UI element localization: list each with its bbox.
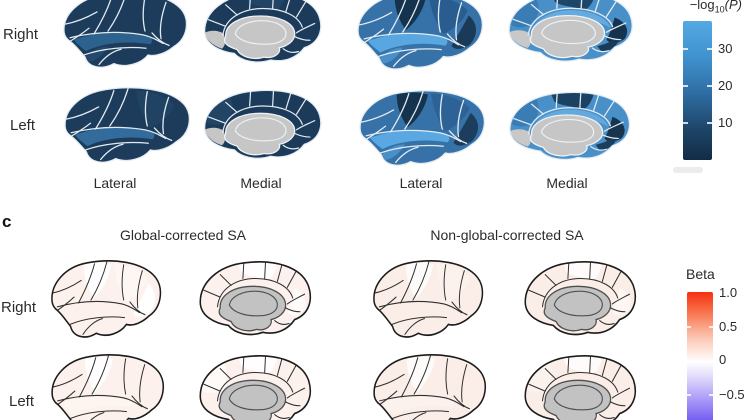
- brain-map-c-nonglobal-left-medial: [518, 350, 645, 420]
- beta-tick-0.5: 0.5: [719, 319, 738, 334]
- beta-tick-mark: [709, 394, 713, 396]
- beta-tick-0: 0: [719, 352, 727, 367]
- brain-map-c-nonglobal-right-lateral: [366, 256, 490, 346]
- na-color-swatch: [673, 167, 703, 173]
- pvalue-colorbar: [683, 21, 712, 160]
- pvalue-tick-mark: [683, 122, 688, 124]
- pvalue-tick-mark: [707, 122, 712, 124]
- beta-tick-neg0.5: −0.5: [719, 387, 744, 402]
- panel-b-col-label-lateral-1: Lateral: [93, 175, 137, 191]
- panel-b-col-label-medial-2: Medial: [546, 175, 588, 191]
- pvalue-tick-30: 30: [718, 41, 733, 56]
- panel-c-row-label-left: Left: [9, 393, 35, 410]
- brain-map-b-nonglobal-right-medial: [501, 0, 643, 72]
- brain-map-c-nonglobal-right-medial: [518, 256, 645, 346]
- brain-map-c-global-right-medial: [193, 256, 320, 346]
- beta-tick-1.0: 1.0: [719, 285, 738, 300]
- brain-map-c-global-left-medial: [193, 350, 320, 420]
- panel-c-title-nonglobal: Non-global-corrected SA: [430, 227, 584, 243]
- brain-map-c-global-right-lateral: [44, 256, 168, 346]
- pvalue-colorbar-label: −log10(P): [689, 0, 742, 15]
- brain-map-b-nonglobal-left-lateral: [351, 86, 493, 174]
- pvalue-tick-10: 10: [718, 115, 733, 130]
- brain-map-c-global-left-lateral: [44, 350, 171, 420]
- brain-map-b-global-left-medial: [197, 85, 331, 169]
- brain-map-b-global-left-lateral: [56, 83, 198, 171]
- beta-tick-mark: [687, 326, 691, 328]
- beta-tick-mark: [709, 326, 713, 328]
- brain-map-b-global-right-medial: [197, 0, 331, 73]
- panel-b-row-label-right: Right: [3, 26, 39, 43]
- brain-map-b-nonglobal-right-lateral: [349, 0, 491, 78]
- brain-map-b-nonglobal-left-medial: [502, 87, 640, 170]
- brain-map-b-global-right-lateral: [55, 0, 195, 76]
- pvalue-tick-mark: [707, 48, 712, 50]
- beta-tick-mark: [687, 394, 691, 396]
- panel-c-title-global: Global-corrected SA: [119, 227, 247, 243]
- beta-colorbar: [687, 292, 713, 420]
- beta-colorbar-label: Beta: [686, 266, 715, 282]
- pvalue-tick-mark: [683, 48, 688, 50]
- pvalue-tick-mark: [707, 85, 712, 87]
- pvalue-tick-mark: [683, 85, 688, 87]
- brain-map-c-nonglobal-left-lateral: [366, 350, 493, 420]
- pvalue-tick-20: 20: [718, 78, 733, 93]
- panel-b-col-label-lateral-2: Lateral: [399, 175, 443, 191]
- panel-b-row-label-left: Left: [10, 117, 36, 134]
- panel-c-letter: c: [2, 212, 12, 231]
- panel-c-row-label-right: Right: [1, 299, 37, 316]
- panel-b-col-label-medial-1: Medial: [240, 175, 282, 191]
